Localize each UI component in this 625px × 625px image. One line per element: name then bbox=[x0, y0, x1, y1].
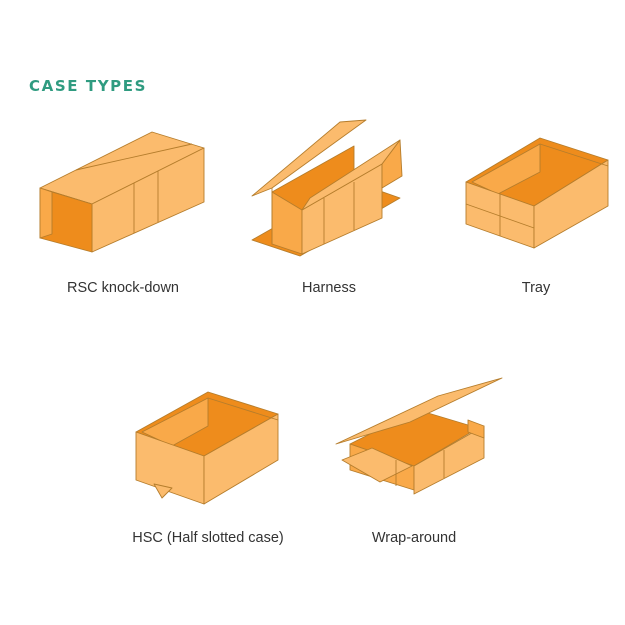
case-type-label: Harness bbox=[302, 280, 356, 296]
case-type-label: HSC (Half slotted case) bbox=[132, 530, 284, 546]
page-title: CASE TYPES bbox=[29, 77, 148, 95]
case-type-label: Wrap-around bbox=[371, 530, 457, 546]
case-type-label: Tray bbox=[521, 280, 551, 296]
wrap-around-box-icon bbox=[335, 377, 503, 495]
rsc-knock-down-box-icon bbox=[39, 131, 205, 253]
case-type-label: RSC knock-down bbox=[66, 280, 179, 296]
tray-box-icon bbox=[465, 137, 609, 249]
harness-box-icon bbox=[251, 119, 403, 257]
hsc-box-icon bbox=[135, 391, 279, 505]
